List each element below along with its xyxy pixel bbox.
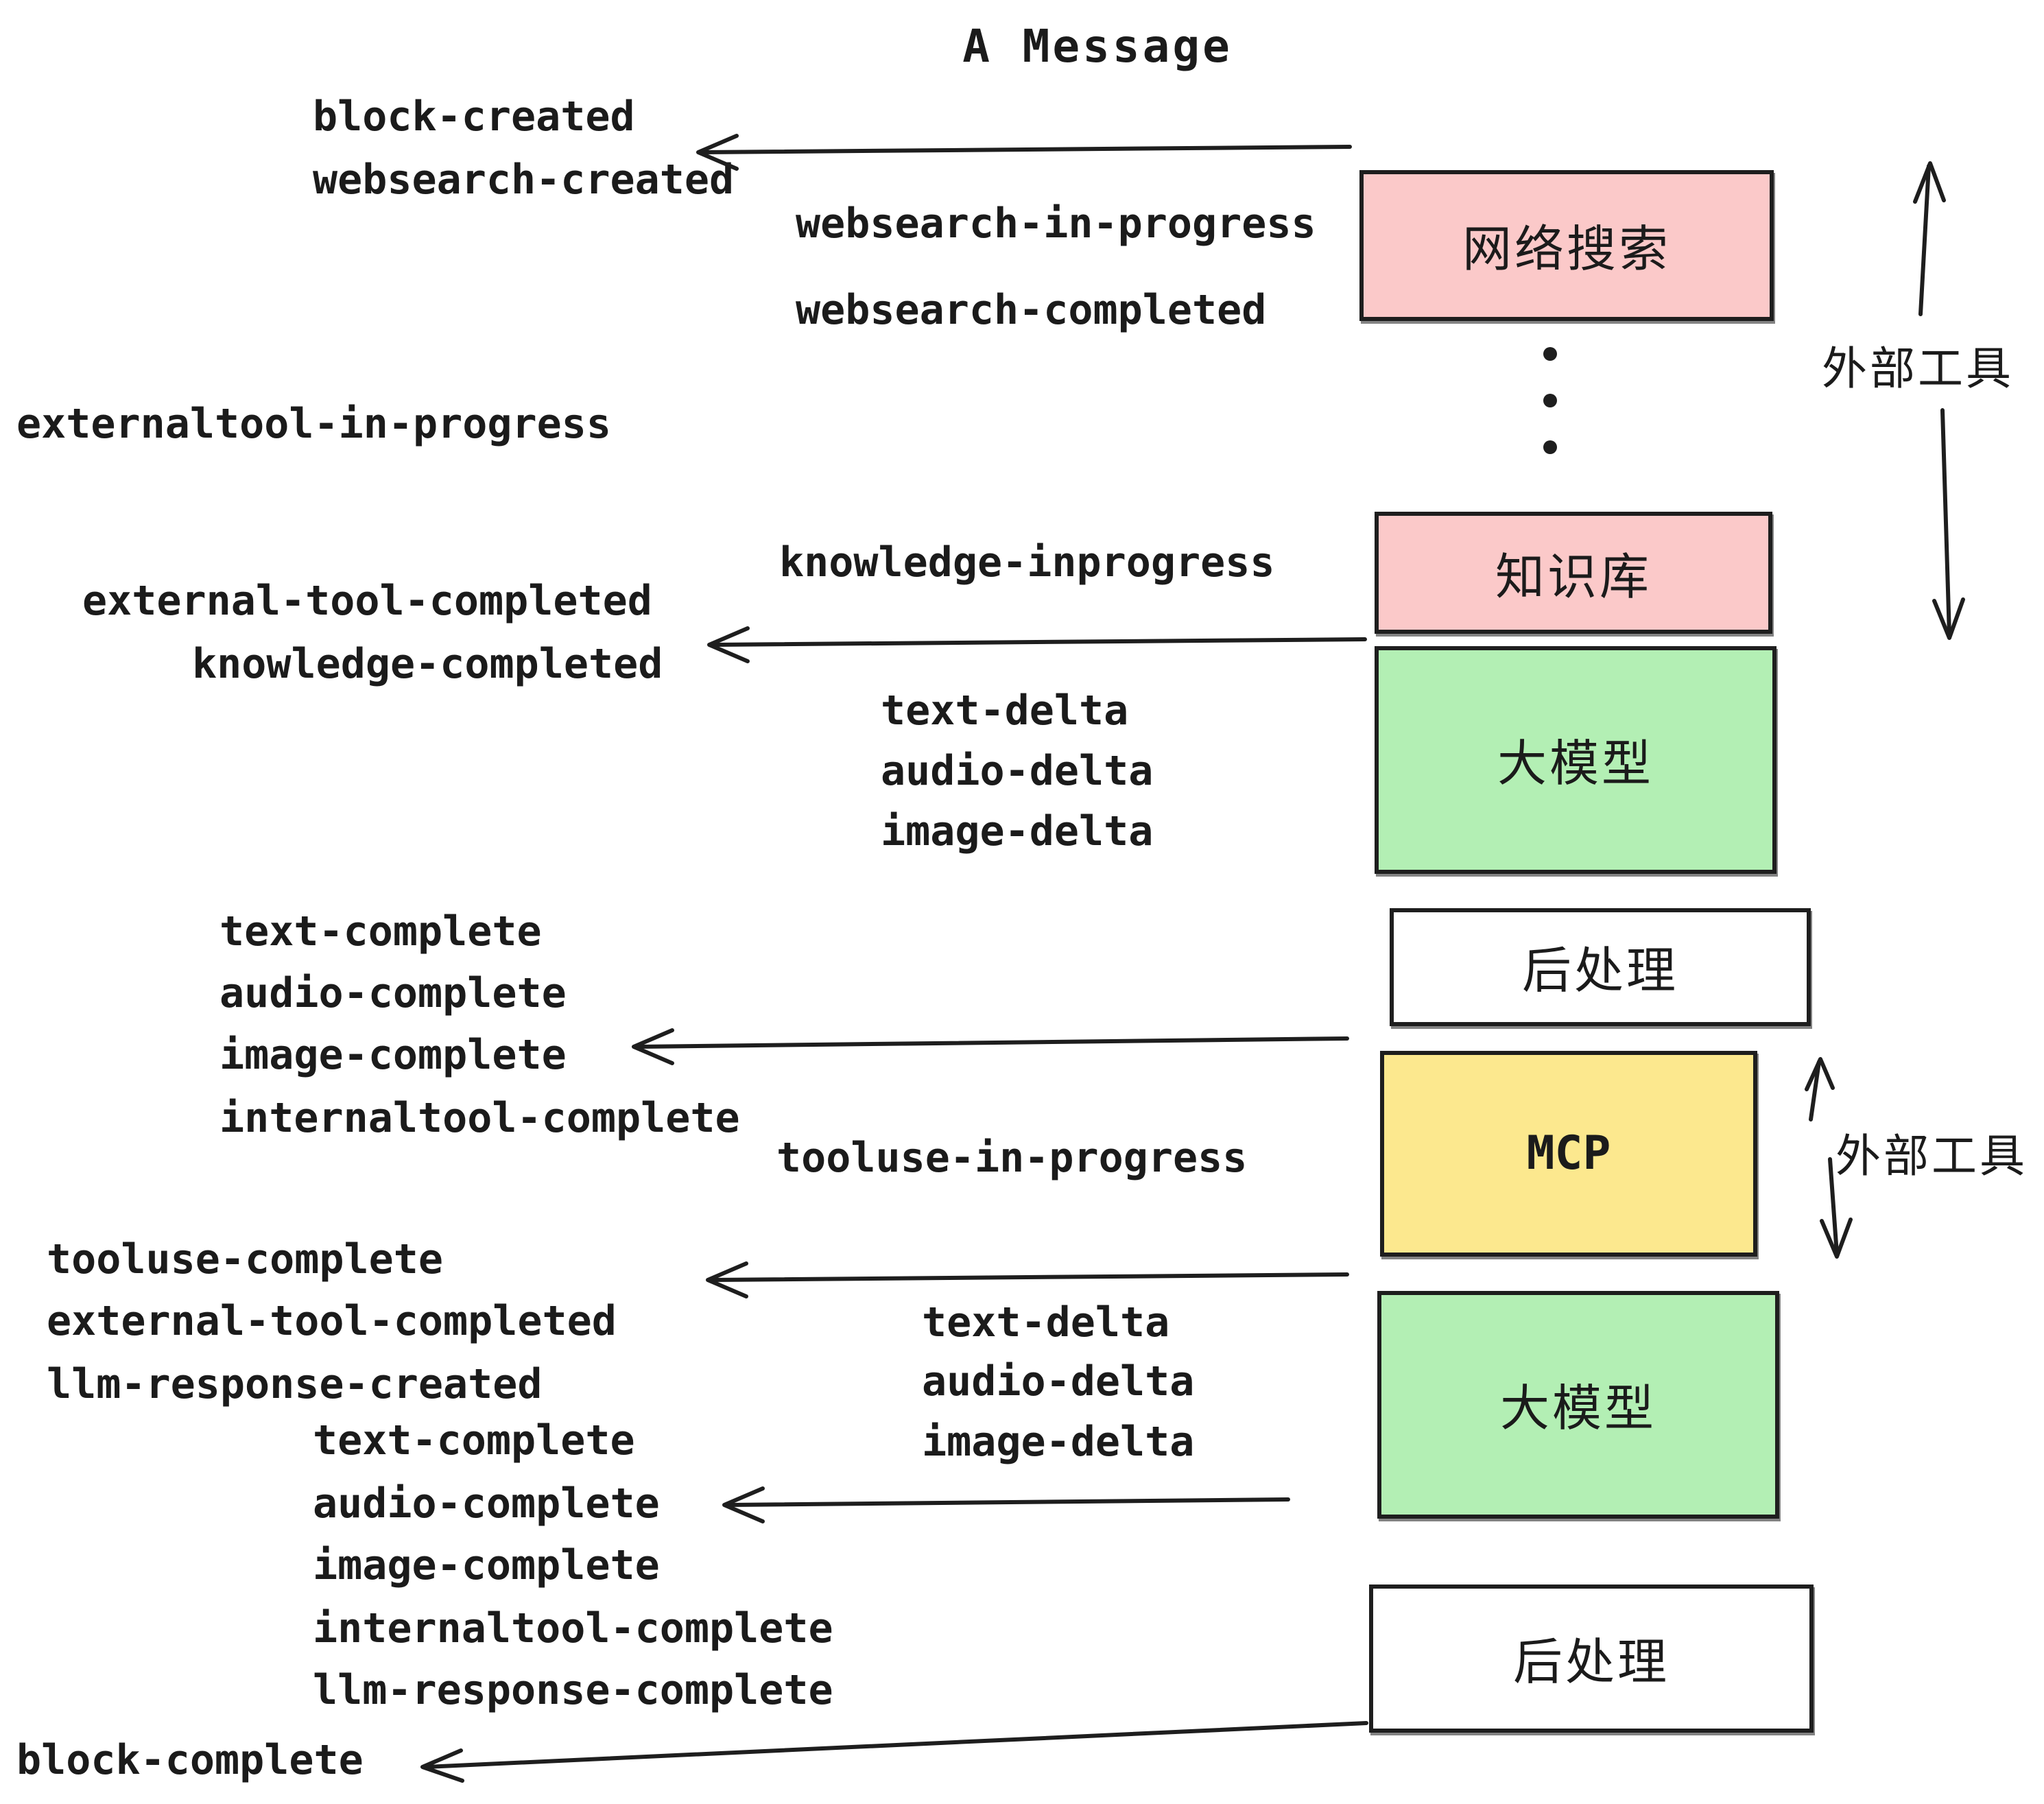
event-llm-response-created: llm-response-created bbox=[47, 1361, 543, 1409]
arrow-llm-to-audio-complete bbox=[722, 1486, 1290, 1523]
event-external-tool-completed: external-tool-completed bbox=[82, 578, 652, 626]
external-tools-down-arrow-top bbox=[1932, 408, 1965, 640]
event-image-delta-2: image-delta bbox=[922, 1419, 1195, 1467]
arrow-post1-to-image-complete bbox=[632, 1028, 1349, 1065]
event-externaltool-in-progress: externaltool-in-progress bbox=[16, 401, 611, 449]
llm-bottom-box: 大模型 bbox=[1377, 1291, 1779, 1519]
event-image-complete-2: image-complete bbox=[313, 1542, 660, 1590]
event-tooluse-complete: tooluse-complete bbox=[47, 1236, 443, 1284]
event-knowledge-completed: knowledge-completed bbox=[192, 641, 663, 689]
llm-bottom-box-label: 大模型 bbox=[1499, 1381, 1656, 1438]
external-tools-up-arrow-top bbox=[1913, 161, 1946, 316]
event-internaltool-complete: internaltool-complete bbox=[219, 1095, 740, 1143]
websearch-box: 网络搜索 bbox=[1359, 170, 1774, 321]
page-title: A Message bbox=[962, 19, 1233, 73]
event-block-created: block-created bbox=[313, 93, 635, 141]
mcp-box: MCP bbox=[1380, 1051, 1757, 1257]
event-websearch-created: websearch-created bbox=[313, 156, 735, 204]
event-image-delta: image-delta bbox=[881, 808, 1154, 856]
arrow-mcp-to-tooluse-complete bbox=[706, 1261, 1349, 1298]
knowledge-box: 知识库 bbox=[1375, 512, 1772, 634]
mcp-box-label: MCP bbox=[1526, 1126, 1611, 1181]
event-websearch-in-progress: websearch-in-progress bbox=[796, 200, 1316, 248]
arrow-post2-to-block-complete bbox=[420, 1721, 1368, 1783]
event-audio-complete: audio-complete bbox=[219, 970, 567, 1018]
event-text-delta-2: text-delta bbox=[922, 1299, 1170, 1347]
knowledge-box-label: 知识库 bbox=[1495, 549, 1652, 606]
llm-top-box-label: 大模型 bbox=[1497, 737, 1654, 793]
postprocess-top-box: 后处理 bbox=[1390, 908, 1811, 1026]
event-text-complete: text-complete bbox=[219, 908, 542, 956]
arrow-websearch-to-created bbox=[696, 134, 1352, 171]
external-tools-label-mid: 外部工具 bbox=[1835, 1129, 2028, 1183]
event-audio-delta-2: audio-delta bbox=[922, 1358, 1195, 1406]
event-text-complete-2: text-complete bbox=[313, 1417, 635, 1465]
event-audio-delta: audio-delta bbox=[881, 748, 1154, 796]
event-llm-response-complete: llm-response-complete bbox=[313, 1667, 833, 1715]
postprocess-bottom-box: 后处理 bbox=[1369, 1585, 1814, 1733]
event-audio-complete-2: audio-complete bbox=[313, 1480, 660, 1528]
vertical-ellipsis-dots bbox=[1543, 347, 1557, 454]
event-tooluse-in-progress: tooluse-in-progress bbox=[776, 1135, 1248, 1183]
event-websearch-completed: websearch-completed bbox=[796, 287, 1267, 335]
postprocess-top-box-label: 后处理 bbox=[1521, 944, 1678, 1000]
websearch-box-label: 网络搜索 bbox=[1462, 222, 1671, 278]
postprocess-bottom-box-label: 后处理 bbox=[1512, 1635, 1669, 1692]
event-internaltool-complete-2: internaltool-complete bbox=[313, 1605, 833, 1653]
arrow-knowledge-to-completed bbox=[707, 626, 1367, 663]
event-text-delta: text-delta bbox=[881, 687, 1129, 735]
llm-top-box: 大模型 bbox=[1375, 646, 1776, 874]
event-knowledge-inprogress: knowledge-inprogress bbox=[779, 539, 1275, 587]
event-external-tool-completed-2: external-tool-completed bbox=[47, 1298, 617, 1346]
external-tools-up-arrow-mid bbox=[1805, 1057, 1835, 1121]
event-image-complete: image-complete bbox=[219, 1032, 567, 1080]
event-block-complete: block-complete bbox=[16, 1737, 364, 1785]
external-tools-label-top: 外部工具 bbox=[1822, 342, 2014, 395]
